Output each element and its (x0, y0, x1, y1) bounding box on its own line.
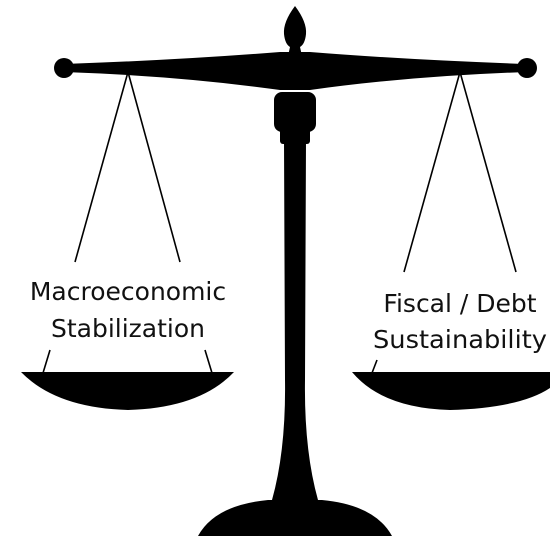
right-pan-label-line2: Sustainability (373, 325, 547, 354)
right-pan-label-line1: Fiscal / Debt (383, 289, 536, 318)
beam-end-knob-right (517, 58, 537, 78)
scale-collar-neck (280, 128, 310, 144)
left-pan-string-left (74, 71, 129, 263)
left-pan (21, 372, 234, 410)
left-pan-string-left-lower (42, 349, 51, 374)
scale-column (272, 140, 318, 500)
left-pan-label-line1: Macroeconomic (30, 277, 226, 306)
left-pan-string-right-lower (204, 349, 213, 374)
beam-end-knob-left (54, 58, 74, 78)
left-pan-label-line2: Stabilization (51, 314, 205, 343)
right-pan-string-right (459, 71, 517, 273)
scale-finial (283, 6, 307, 56)
scale-base (198, 500, 392, 536)
scale-collar (274, 92, 316, 132)
right-pan-string-left (403, 71, 461, 273)
scale-beam (64, 52, 527, 90)
right-pan (352, 372, 550, 410)
left-pan-string-right (127, 71, 181, 263)
right-pan-string-left-lower (371, 359, 378, 374)
